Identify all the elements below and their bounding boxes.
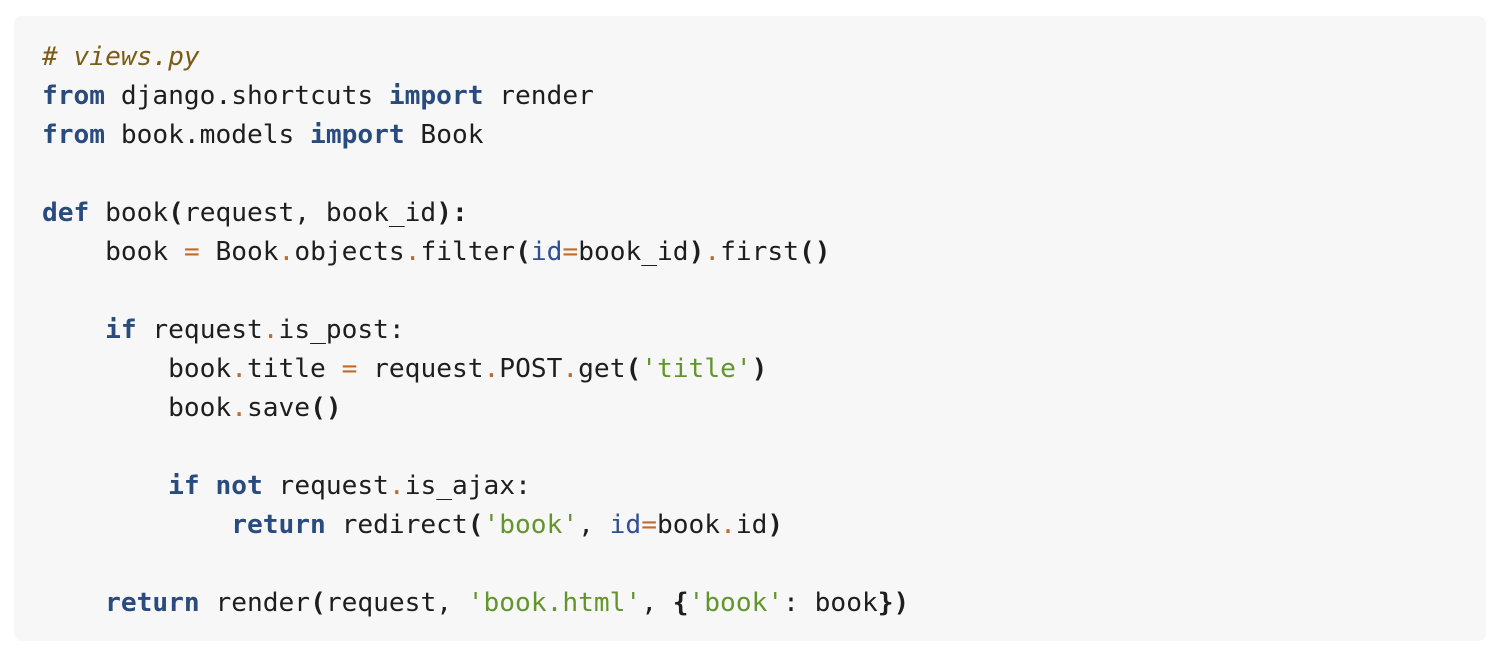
code-line: from django.shortcuts import render [42,77,1486,116]
code-token: Book [199,237,279,267]
code-line: book.title = request.POST.get('title') [42,350,1486,389]
code-token: not [215,471,263,501]
code-token: objects [294,237,405,267]
code-token: = [341,354,358,384]
code-token: request [136,315,263,345]
code-token [42,510,231,540]
code-token: POST [499,354,563,384]
code-token: from [42,81,106,111]
code-token: def [42,198,90,228]
code-token: . [231,393,247,423]
code-token: render [199,588,311,618]
code-token: request, [325,588,468,618]
code-token: . [704,237,721,267]
code-token: ( [310,588,326,618]
code-token: book.models [105,120,311,150]
code-token [42,588,105,618]
code-token: from [42,120,106,150]
code-token: book [42,237,184,267]
code-token: . [404,237,421,267]
code-token: first [720,237,799,267]
code-token: . [262,315,279,345]
code-token: . [483,354,500,384]
code-line [42,155,1486,194]
code-token: is_ajax: [404,471,531,501]
code-token: 'book.html' [467,588,642,618]
code-token: request [262,471,389,501]
code-token: django.shortcuts [105,81,389,111]
code-token: = [183,237,200,267]
code-token: import [388,81,484,111]
code-token: () [798,237,831,267]
code-token: request [357,354,484,384]
code-token: 'title' [641,354,752,384]
code-token: filter [420,237,516,267]
code-listing: # views.py from django.shortcuts import r… [42,38,1486,623]
code-line [42,272,1486,311]
code-token: ): [436,198,468,228]
code-token: save [246,393,311,423]
code-token: ) [688,237,705,267]
code-line [42,545,1486,584]
code-token: : book [783,588,878,618]
code-token [42,315,105,345]
code-token: 'book' [483,510,579,540]
code-token [200,471,216,501]
code-token: . [720,510,736,540]
code-token: ( [625,354,642,384]
code-token: . [388,471,405,501]
code-token: if [168,471,200,501]
code-token: import [310,120,405,150]
code-line: if not request.is_ajax: [42,467,1486,506]
code-token: is_post: [278,315,405,345]
code-token: = [562,237,579,267]
code-token: ) [767,510,784,540]
code-token: book [656,510,721,540]
code-token: title [246,354,342,384]
code-line: return render(request, 'book.html', {'bo… [42,584,1486,623]
code-line: def book(request, book_id): [42,194,1486,233]
code-token: , [641,588,673,618]
code-token: Book [404,120,484,150]
code-token: book [89,198,169,228]
code-token: 'book' [688,588,784,618]
code-line: from book.models import Book [42,116,1486,155]
code-line: return redirect('book', id=book.id) [42,506,1486,545]
code-line: if request.is_post: [42,311,1486,350]
code-token: . [562,354,579,384]
code-token: ( [515,237,531,267]
code-token: # views.py [42,42,200,72]
code-token: return [231,510,326,540]
code-token: id [609,510,642,540]
code-token: ( [467,510,484,540]
code-token: return [105,588,200,618]
code-token: request, book_id [183,198,437,228]
code-token: ) [751,354,768,384]
code-token: book [42,393,232,423]
code-token: , [578,510,610,540]
code-token: if [105,315,137,345]
code-token: id [530,237,563,267]
code-token: book_id [578,237,689,267]
code-token: render [483,81,594,111]
code-line: # views.py [42,38,1486,77]
code-token: get [578,354,626,384]
code-line: book = Book.objects.filter(id=book_id).f… [42,233,1486,272]
code-token: id [735,510,768,540]
code-token: . [278,237,295,267]
code-token: . [231,354,247,384]
code-token: book [42,354,232,384]
code-token: { [672,588,689,618]
code-token: redirect [325,510,468,540]
code-token: ( [168,198,184,228]
code-token: = [641,510,657,540]
code-block: # views.py from django.shortcuts import r… [14,16,1486,641]
code-token: }) [877,588,910,618]
code-line: book.save() [42,389,1486,428]
code-token [42,471,168,501]
code-token: () [310,393,342,423]
code-line [42,428,1486,467]
